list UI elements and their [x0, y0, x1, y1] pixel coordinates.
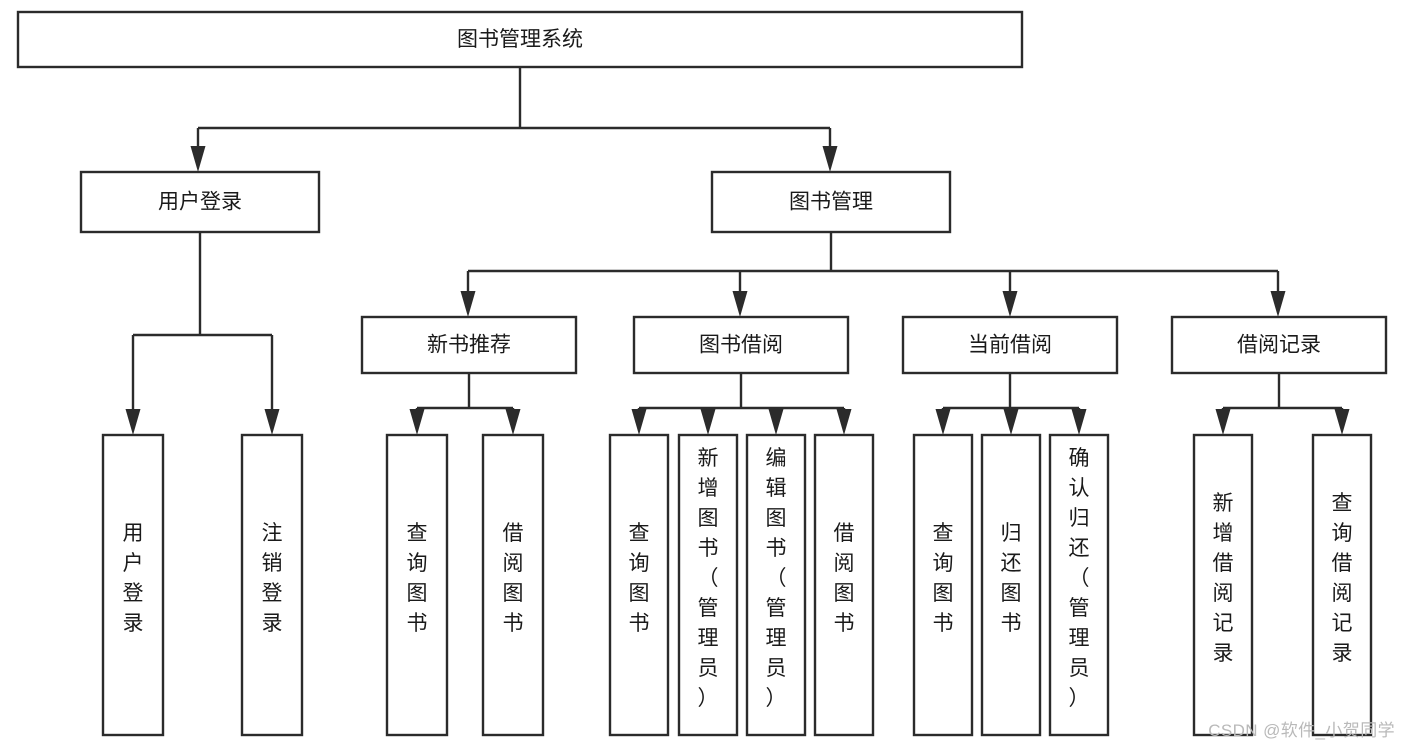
node-leaf-confirm-return-box [1048, 433, 1110, 737]
node-layer: 图书管理系统用户登录图书管理新书推荐图书借阅当前借阅借阅记录用户登录注销登录查询… [16, 10, 1388, 737]
node-user-login-box [79, 170, 321, 234]
node-book-borrow[interactable]: 图书借阅 [632, 315, 850, 375]
node-book-management-box [710, 170, 952, 234]
node-leaf-add-record-box [1192, 433, 1254, 737]
node-leaf-user-login-label: 用户登录 [123, 522, 144, 635]
node-root[interactable]: 图书管理系统 [16, 10, 1024, 69]
node-leaf-return-book-box [980, 433, 1042, 737]
node-leaf-edit-book-box [745, 433, 807, 737]
node-leaf-add-record[interactable]: 新增借阅记录 [1192, 433, 1254, 737]
node-new-book-recommend-box [360, 315, 578, 375]
connector-userlogin-to-leaves [125, 232, 280, 435]
node-book-borrow-label: 图书借阅 [699, 334, 783, 357]
node-user-login-label: 用户登录 [158, 191, 242, 214]
node-leaf-edit-book-label: 编辑图书（管理员） [766, 447, 787, 710]
node-leaf-query-record-label: 查询借阅记录 [1332, 492, 1353, 665]
node-leaf-borrow-book-1-box [481, 433, 545, 737]
node-current-borrow[interactable]: 当前借阅 [901, 315, 1119, 375]
node-leaf-add-book[interactable]: 新增图书（管理员） [677, 433, 739, 737]
node-leaf-query-book-2[interactable]: 查询图书 [608, 433, 670, 737]
node-user-login[interactable]: 用户登录 [79, 170, 321, 234]
node-leaf-query-book-1[interactable]: 查询图书 [385, 433, 449, 737]
node-leaf-confirm-return-label: 确认归还（管理员） [1069, 447, 1090, 710]
connector-borrowrecord-to-leaves [1215, 373, 1350, 435]
node-leaf-borrow-book-2-box [813, 433, 875, 737]
node-leaf-add-book-label: 新增图书（管理员） [698, 447, 719, 710]
node-borrow-record[interactable]: 借阅记录 [1170, 315, 1388, 375]
node-leaf-borrow-book-1-label: 借阅图书 [503, 522, 524, 635]
node-leaf-add-record-label: 新增借阅记录 [1213, 492, 1234, 665]
connector-bookmgmt-to-level3 [460, 232, 1286, 317]
node-leaf-logout-label: 注销登录 [262, 522, 283, 635]
node-leaf-query-book-3[interactable]: 查询图书 [912, 433, 974, 737]
node-leaf-logout[interactable]: 注销登录 [240, 433, 304, 737]
node-leaf-query-book-2-label: 查询图书 [629, 522, 650, 635]
connector-bookborrow-to-leaves [631, 373, 852, 435]
node-leaf-borrow-book-2-label: 借阅图书 [834, 522, 855, 635]
node-leaf-query-record-box [1311, 433, 1373, 737]
node-book-management[interactable]: 图书管理 [710, 170, 952, 234]
node-book-management-label: 图书管理 [789, 191, 873, 214]
node-current-borrow-label: 当前借阅 [968, 334, 1052, 357]
node-borrow-record-box [1170, 315, 1388, 375]
node-leaf-borrow-book-2[interactable]: 借阅图书 [813, 433, 875, 737]
node-new-book-recommend[interactable]: 新书推荐 [360, 315, 578, 375]
node-leaf-user-login-box [101, 433, 165, 737]
connector-layer [125, 67, 1350, 435]
node-leaf-logout-box [240, 433, 304, 737]
node-leaf-query-book-3-box [912, 433, 974, 737]
node-leaf-query-book-2-box [608, 433, 670, 737]
connector-root-to-level2 [190, 67, 838, 172]
node-root-box [16, 10, 1024, 69]
node-leaf-return-book-label: 归还图书 [1001, 522, 1022, 635]
connector-newbook-to-leaves [409, 373, 521, 435]
node-leaf-query-book-1-label: 查询图书 [407, 522, 428, 635]
connector-currentborrow-to-leaves [935, 373, 1087, 435]
node-leaf-add-book-box [677, 433, 739, 737]
node-new-book-recommend-label: 新书推荐 [427, 334, 511, 357]
node-leaf-return-book[interactable]: 归还图书 [980, 433, 1042, 737]
node-leaf-query-book-3-label: 查询图书 [933, 522, 954, 635]
node-leaf-confirm-return[interactable]: 确认归还（管理员） [1048, 433, 1110, 737]
node-borrow-record-label: 借阅记录 [1237, 334, 1321, 357]
node-leaf-query-book-1-box [385, 433, 449, 737]
node-root-label: 图书管理系统 [457, 28, 583, 51]
node-leaf-borrow-book-1[interactable]: 借阅图书 [481, 433, 545, 737]
node-leaf-edit-book[interactable]: 编辑图书（管理员） [745, 433, 807, 737]
node-current-borrow-box [901, 315, 1119, 375]
node-leaf-query-record[interactable]: 查询借阅记录 [1311, 433, 1373, 737]
node-book-borrow-box [632, 315, 850, 375]
node-leaf-user-login[interactable]: 用户登录 [101, 433, 165, 737]
